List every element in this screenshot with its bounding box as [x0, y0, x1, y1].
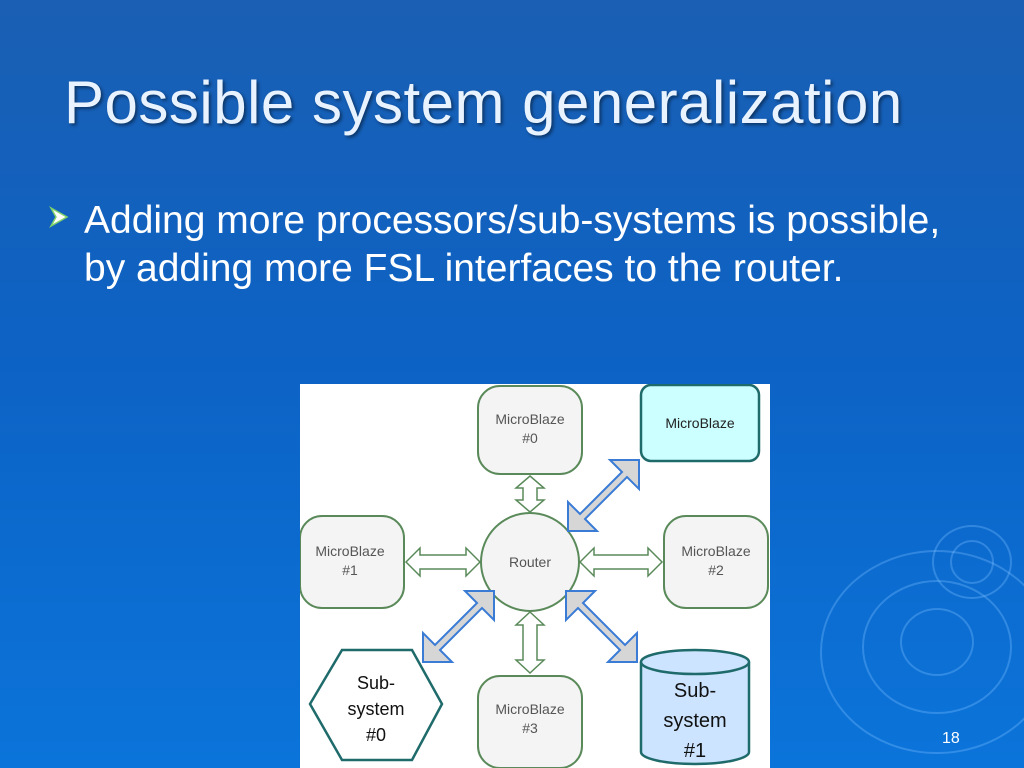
subsystem-1-node: Sub- system #1: [639, 648, 751, 766]
diagram-canvas: MicroBlaze #0 MicroBlaze #1 MicroBlaze #…: [300, 384, 769, 768]
new-microblaze-label: MicroBlaze: [665, 415, 734, 431]
page-number: 18: [942, 730, 960, 747]
router-node: Router: [480, 512, 580, 612]
subsystem-0-line3: #0: [366, 725, 386, 745]
microblaze-1-number: #1: [342, 562, 358, 578]
subsystem-0-node: Sub- system #0: [308, 648, 444, 762]
slide-title: Possible system generalization: [64, 69, 903, 136]
microblaze-2-node: MicroBlaze #2: [663, 515, 769, 609]
subsystem-1-line1: Sub-: [674, 680, 716, 702]
new-microblaze-node: MicroBlaze: [639, 384, 761, 463]
microblaze-2-number: #2: [708, 562, 724, 578]
system-diagram: MicroBlaze #0 MicroBlaze #1 MicroBlaze #…: [300, 384, 770, 768]
arrow-bullet-icon: [49, 206, 69, 228]
microblaze-0-label: MicroBlaze: [495, 411, 564, 427]
link-router-microblaze-2-arrow: [578, 546, 664, 578]
subsystem-0-line2: system: [347, 699, 404, 719]
subsystem-1-line3: #1: [684, 740, 706, 762]
link-router-microblaze-0-arrow: [513, 475, 547, 513]
microblaze-3-node: MicroBlaze #3: [477, 675, 583, 768]
microblaze-1-node: MicroBlaze #1: [300, 515, 405, 609]
microblaze-1-label: MicroBlaze: [315, 543, 384, 559]
bullet-point: Adding more processors/sub-systems is po…: [48, 197, 968, 293]
microblaze-2-label: MicroBlaze: [681, 543, 750, 559]
link-router-subsystem-0-arrow: [422, 590, 495, 663]
microblaze-0-number: #0: [522, 430, 538, 446]
microblaze-3-number: #3: [522, 720, 538, 736]
link-router-microblaze-3-arrow: [514, 610, 546, 675]
subsystem-1-line2: system: [663, 710, 726, 732]
link-router-new-microblaze-arrow: [567, 459, 640, 532]
subsystem-0-line1: Sub-: [357, 673, 395, 693]
microblaze-3-label: MicroBlaze: [495, 701, 564, 717]
bullet-text: Adding more processors/sub-systems is po…: [84, 199, 941, 290]
router-label: Router: [509, 554, 551, 570]
link-router-microblaze-1-arrow: [404, 546, 482, 578]
link-router-subsystem-1-arrow: [565, 590, 638, 663]
microblaze-0-node: MicroBlaze #0: [477, 385, 583, 475]
